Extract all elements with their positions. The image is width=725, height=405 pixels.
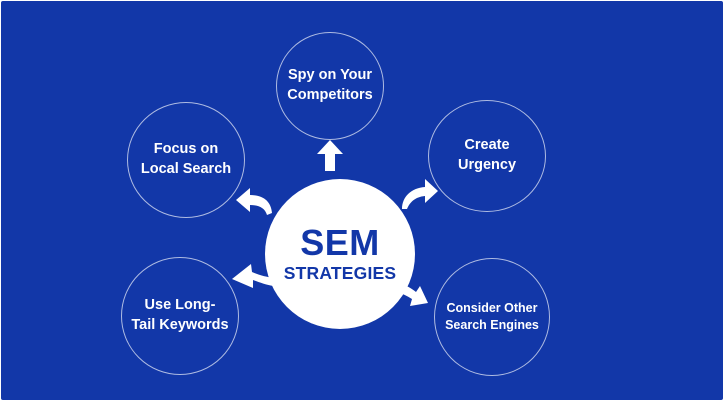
- arrow-to-spy-icon: [317, 140, 343, 171]
- node-local-line2: Local Search: [140, 161, 232, 177]
- node-engines-line2: Search Engines: [445, 318, 539, 332]
- node-engines-line1: Consider Other: [446, 301, 538, 316]
- node-longtail-line2: Tail Keywords: [131, 317, 229, 333]
- node-longtail-line1: Use Long-: [144, 297, 216, 314]
- node-consider-search-engines: Consider Other Search Engines: [434, 258, 550, 376]
- node-spy-line2: Competitors: [287, 87, 373, 103]
- node-urgency-line1: Create: [464, 137, 510, 154]
- arrow-to-urgency-icon: [402, 179, 438, 209]
- node-urgency-line2: Urgency: [457, 157, 517, 173]
- node-long-tail-keywords: Use Long- Tail Keywords: [121, 257, 239, 375]
- node-local-line1: Focus on: [153, 141, 219, 158]
- center-hub: SEM STRATEGIES: [265, 179, 415, 329]
- arrow-to-local-icon: [236, 188, 272, 215]
- node-create-urgency: Create Urgency: [428, 100, 546, 212]
- arrow-to-longtail-icon: [232, 264, 275, 288]
- center-subtitle: STRATEGIES: [283, 263, 397, 284]
- node-spy-line1: Spy on Your: [287, 67, 373, 84]
- center-title: SEM: [300, 221, 380, 263]
- node-focus-local-search: Focus on Local Search: [127, 102, 245, 218]
- node-spy-on-competitors: Spy on Your Competitors: [276, 32, 384, 140]
